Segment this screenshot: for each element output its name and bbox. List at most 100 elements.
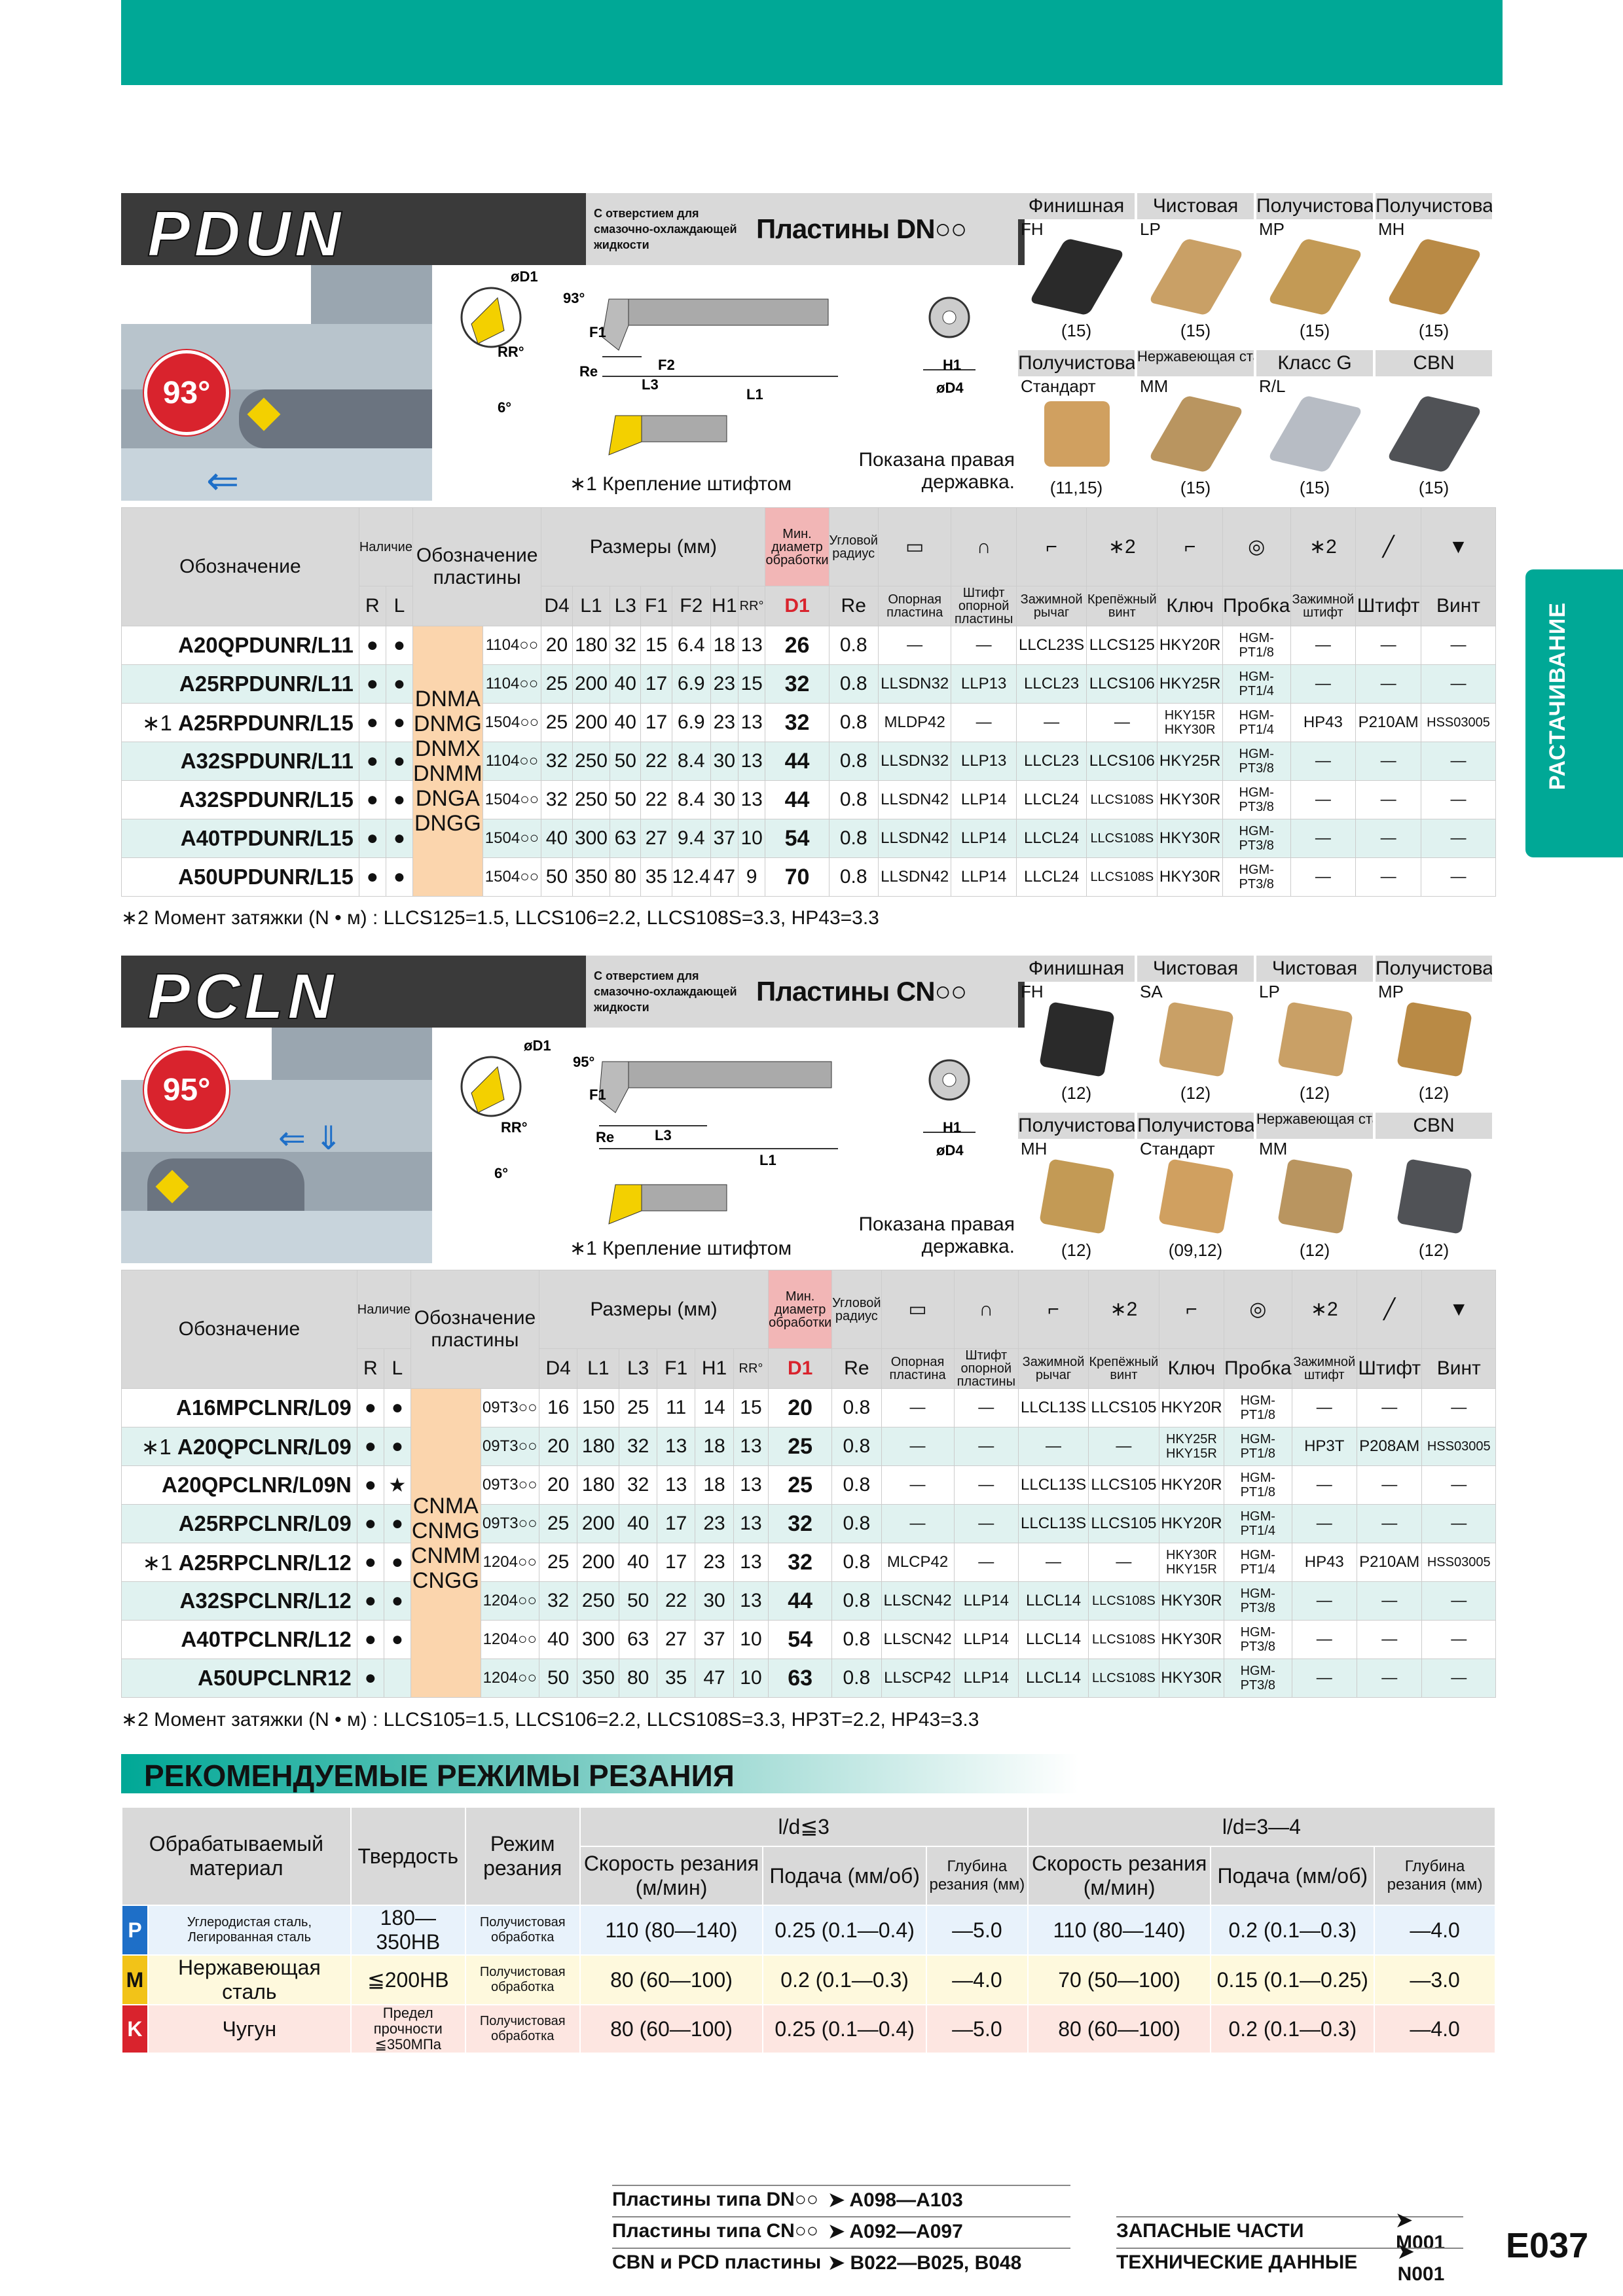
- part-p9: —: [1421, 1620, 1496, 1659]
- dim-re: 0.8: [831, 1659, 882, 1698]
- rec-depth: —3.0: [1374, 1954, 1496, 2005]
- grade-card[interactable]: Нержавеющая стальMM(15): [1137, 350, 1255, 501]
- dim-h1: 30: [695, 1581, 734, 1621]
- dim-rr: 9: [737, 857, 766, 897]
- rec-hardness: 180—350HB: [350, 1905, 466, 1956]
- part-p5: HKY20R: [1158, 1388, 1224, 1427]
- part-p8: —: [1355, 780, 1421, 819]
- part-p4: —: [1086, 703, 1158, 742]
- label-angle: 95°: [573, 1054, 594, 1070]
- col-re: Re: [831, 1348, 882, 1389]
- part-p3: LLCL14: [1018, 1581, 1089, 1621]
- dim-rr: 13: [737, 703, 766, 742]
- dim-re: 0.8: [831, 1388, 882, 1427]
- dim-d4: 25: [538, 1543, 578, 1582]
- rec-hardness: Предел прочности ≦350МПа: [350, 2004, 466, 2054]
- dim-f1: 22: [657, 1581, 696, 1621]
- part-p2: LLP13: [951, 742, 1017, 781]
- ref-link[interactable]: ТЕХНИЧЕСКИЕ ДАННЫЕ➤ N001: [1116, 2241, 1463, 2285]
- col-insert-designation: Обозначение пластины: [412, 507, 542, 626]
- rec-feed: 0.2 (0.1—0.3): [1210, 2004, 1376, 2054]
- iso-letter-icon: M: [121, 1954, 149, 2005]
- ref-link[interactable]: Пластины типа DN○○➤ A098—A103: [612, 2185, 1070, 2214]
- label-six: 6°: [498, 399, 511, 416]
- dim-h1: 30: [710, 742, 739, 781]
- dim-h1: 37: [710, 819, 739, 858]
- part-p3: LLCL14: [1018, 1620, 1089, 1659]
- grade-card[interactable]: Нержавеющая стальMM(12): [1256, 1113, 1374, 1263]
- dim-l1: 180: [577, 1465, 620, 1505]
- col-corner-radius: Угловой радиус: [828, 507, 879, 586]
- dim-f2: 6.9: [671, 703, 711, 742]
- part-p3: LLCL13S: [1018, 1388, 1089, 1427]
- rec-depth: —4.0: [925, 1954, 1029, 2005]
- dim-l1: 300: [577, 1620, 620, 1659]
- grade-card[interactable]: CBN(15): [1376, 350, 1493, 501]
- ref-link[interactable]: Пластины типа CN○○➤ A092—A097: [612, 2216, 1070, 2245]
- rec-feed: 0.25 (0.1—0.4): [762, 1905, 927, 1956]
- dim-h1: 23: [695, 1504, 734, 1543]
- avail-l: ●: [383, 1543, 411, 1582]
- dim-d1: 44: [765, 780, 830, 819]
- dim-f1: 27: [640, 819, 672, 858]
- col-screw: Винт: [1421, 1348, 1496, 1389]
- part-p2: LLP13: [951, 664, 1017, 704]
- insert-size: 1204○○: [480, 1659, 539, 1698]
- dim-l1: 350: [572, 857, 611, 897]
- ref-link[interactable]: ЗАПАСНЫЕ ЧАСТИ➤ M001: [1116, 2210, 1463, 2253]
- pdun-table: Обозначение Наличие Обозначение пластины…: [121, 507, 1496, 897]
- side-tab[interactable]: РАСТАЧИВАНИЕ: [1525, 569, 1623, 857]
- insert-size: 1504○○: [482, 703, 542, 742]
- grade-card[interactable]: CBN(12): [1376, 1113, 1493, 1263]
- col-key: Ключ: [1157, 586, 1223, 626]
- pcln-diagram: øD1 95° RR° 6° F1 Re L3 L1 H1 øD4: [460, 1037, 976, 1225]
- refs-left: Пластины типа DN○○➤ A098—A103 Пластины т…: [612, 2185, 1070, 2283]
- part-p2: —: [953, 1543, 1019, 1582]
- rec-col-speed: Скорость резания (м/мин): [579, 1846, 764, 1906]
- dim-f1: 35: [640, 857, 672, 897]
- part-p6: HGM-PT3/8: [1222, 857, 1291, 897]
- label-re: Re: [579, 363, 598, 380]
- dim-l1: 200: [577, 1543, 620, 1582]
- rec-speed: 70 (50—100): [1027, 1954, 1212, 2005]
- dim-l3: 40: [610, 703, 642, 742]
- dim-re: 0.8: [828, 703, 879, 742]
- label-re: Re: [596, 1129, 614, 1145]
- col-shim-pin: Штифт опорной пластины: [953, 1348, 1019, 1389]
- part-p5: HKY15R HKY30R: [1157, 703, 1223, 742]
- dim-f2: 6.9: [671, 664, 711, 704]
- col-l: L: [383, 1348, 411, 1389]
- dim-rr: 13: [737, 780, 766, 819]
- insert-size: 1104○○: [482, 742, 542, 781]
- ref-link[interactable]: CBN и PCD пластины➤ B022—B025, B048: [612, 2248, 1070, 2276]
